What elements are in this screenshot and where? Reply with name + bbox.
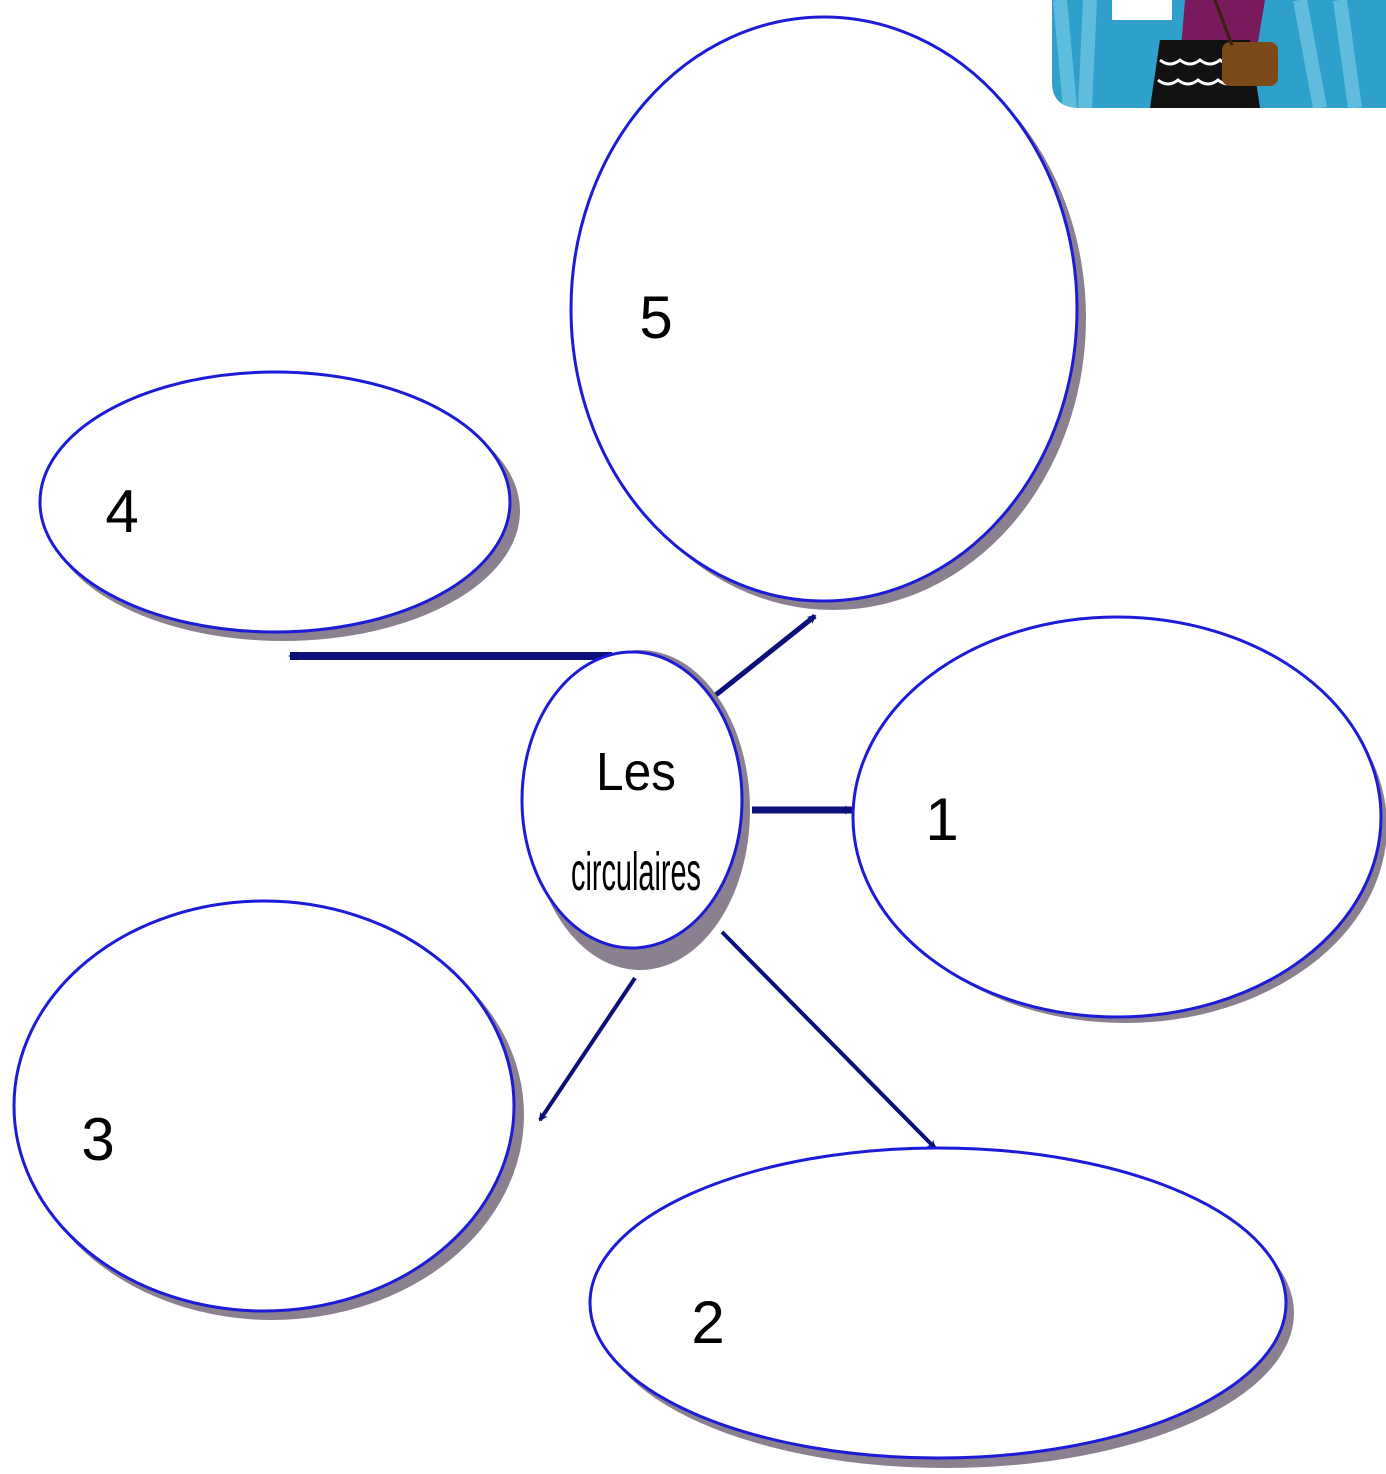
node-3-shape xyxy=(12,899,516,1313)
node-4-shape xyxy=(38,370,512,634)
node-4: 4 xyxy=(38,370,520,641)
center-label-line1: Les xyxy=(596,742,676,802)
node-5-label: 5 xyxy=(639,284,672,351)
center-node-shape xyxy=(520,650,744,950)
arrow-to-2 xyxy=(720,930,937,1150)
node-2-shape xyxy=(588,1146,1288,1460)
node-1-label: 1 xyxy=(925,786,958,853)
node-4-label: 4 xyxy=(105,478,138,545)
node-1: 1 xyxy=(851,615,1386,1023)
node-2-label: 2 xyxy=(691,1289,724,1356)
node-3-label: 3 xyxy=(81,1106,114,1173)
center-node: Les circulaires xyxy=(520,650,750,970)
shopping-woman-clipart-icon xyxy=(1052,0,1386,108)
arrow-to-5 xyxy=(710,614,817,700)
node-1-shape xyxy=(851,615,1383,1019)
node-5-shape xyxy=(569,15,1079,603)
arrows xyxy=(288,614,937,1150)
node-2: 2 xyxy=(588,1146,1294,1468)
arrow-to-3 xyxy=(538,976,637,1122)
node-3: 3 xyxy=(12,899,524,1320)
center-label-line2: circulaires xyxy=(571,842,701,902)
node-5: 5 xyxy=(569,15,1086,610)
